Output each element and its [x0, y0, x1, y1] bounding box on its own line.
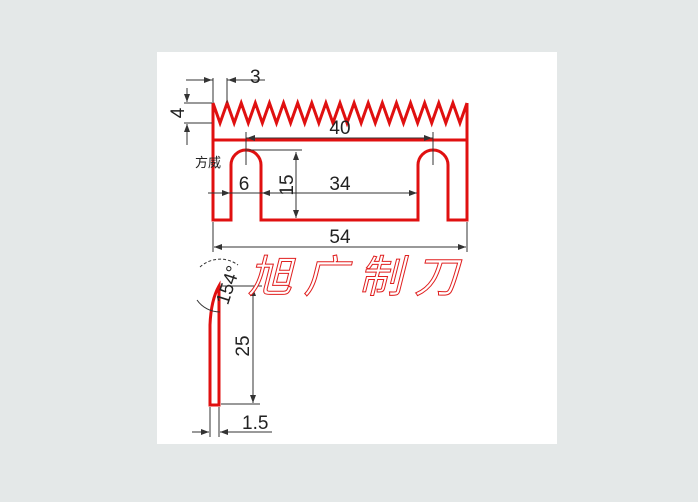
- dim-tooth-height: 4: [168, 107, 189, 118]
- maker-label: 方威: [195, 155, 221, 171]
- dim-inner-span: 34: [329, 174, 351, 195]
- side-profile: [208, 280, 221, 407]
- dim-slot-depth: 15: [277, 174, 298, 195]
- dim-slot-width: 6: [239, 174, 250, 195]
- dimensions-top: 3 4 40 方威 6 34 15 54: [168, 67, 468, 252]
- blade-side-view: 154° 25 1.5: [192, 258, 272, 437]
- dim-thickness: 1.5: [242, 413, 268, 434]
- dim-bevel-angle: 154°: [213, 263, 245, 307]
- blade-body-outline: [211, 103, 469, 222]
- dim-height: 25: [233, 335, 254, 356]
- dim-overall-length: 54: [329, 227, 351, 248]
- dim-tooth-pitch: 3: [250, 67, 261, 88]
- serrated-edge: [211, 98, 469, 128]
- dim-slot-center: 40: [329, 118, 350, 139]
- watermark-text: 旭广制刀: [248, 252, 462, 303]
